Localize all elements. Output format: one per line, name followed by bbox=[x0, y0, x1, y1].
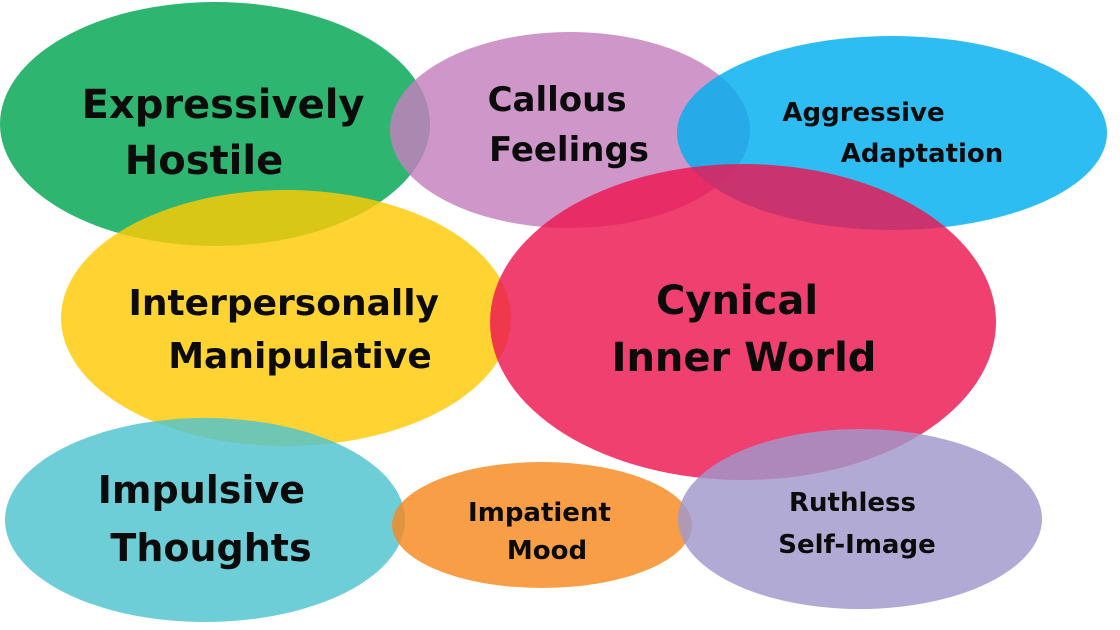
label-ruthless-self-image: Ruthless Self-Image bbox=[778, 488, 935, 560]
label-expressively-hostile: Expressively Hostile bbox=[82, 82, 379, 184]
bubble-expressively-hostile bbox=[0, 2, 430, 246]
label-interpersonally-manipulative: Interpersonally Manipulative bbox=[128, 283, 451, 377]
label-cynical-inner-world: Cynical Inner World bbox=[612, 278, 877, 381]
bubble-group bbox=[0, 2, 1107, 622]
label-impatient-mood: Impatient Mood bbox=[468, 498, 620, 566]
label-group: Expressively Hostile Callous Feelings Ag… bbox=[82, 80, 1004, 570]
label-aggressive-adaptation: Aggressive Adaptation bbox=[782, 98, 1003, 169]
bubble-interpersonally-manipulative bbox=[61, 190, 511, 446]
label-callous-feelings: Callous Feelings bbox=[488, 80, 649, 170]
label-impulsive-thoughts: Impulsive Thoughts bbox=[98, 468, 318, 570]
bubble-impatient-mood bbox=[392, 462, 692, 588]
bubble-impulsive-thoughts bbox=[5, 418, 405, 622]
bubble-ruthless-self-image bbox=[678, 429, 1042, 609]
bubble-cynical-inner-world bbox=[490, 164, 996, 480]
